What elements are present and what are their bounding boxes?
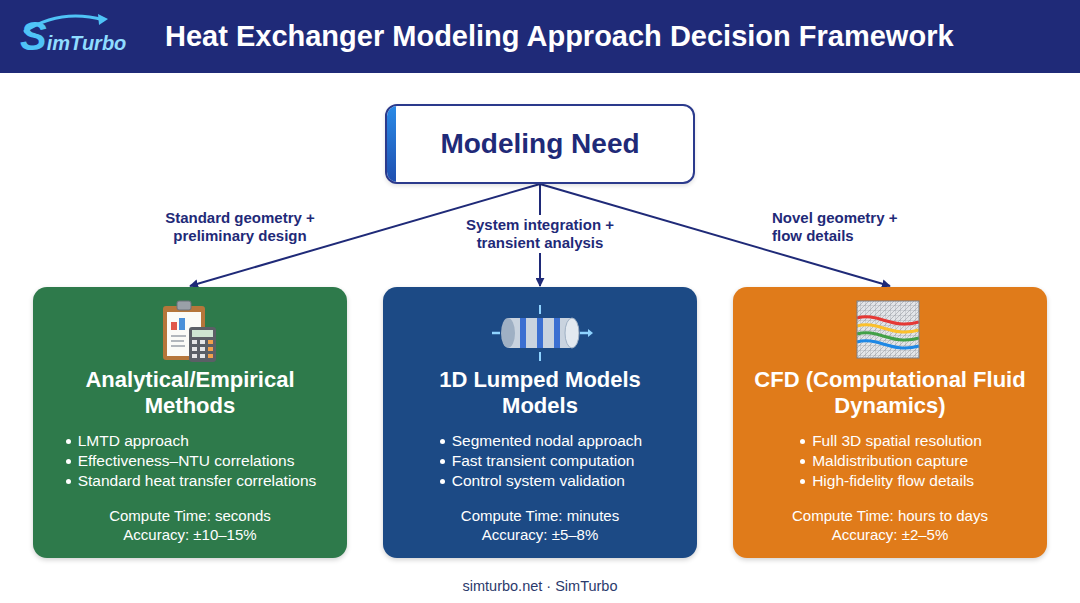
edge-label: Novel geometry + flow details <box>769 208 915 246</box>
edge-label: Standard geometry + preliminary design <box>157 208 323 246</box>
bullet-item: Full 3D spatial resolution <box>798 431 982 451</box>
method-card: 1D Lumped Models ModelsSegmented nodal a… <box>383 287 697 558</box>
bullet-item: Segmented nodal approach <box>438 431 642 451</box>
start-box: Modeling Need <box>385 104 695 184</box>
card-heading: CFD (Computational Fluid Dynamics) <box>751 367 1029 419</box>
logo-text: SimTurbo <box>20 14 126 59</box>
cylinder-icon <box>492 305 593 361</box>
metric-line: Compute Time: minutes <box>461 506 619 525</box>
bullet-item: Standard heat transfer correlations <box>64 471 317 491</box>
metric-line: Accuracy: ±2–5% <box>832 525 949 544</box>
bullet-list: Segmented nodal approachFast transient c… <box>438 431 642 491</box>
method-card: CFD (Computational Fluid Dynamics) Full 3… <box>733 287 1047 558</box>
clipboard-icon <box>163 301 205 360</box>
bullet-item: LMTD approach <box>64 431 189 451</box>
accent-bar <box>387 106 396 182</box>
bullet-item: Fast transient computation <box>438 451 635 471</box>
cfd-mesh-icon <box>857 301 919 358</box>
card-heading: 1D Lumped Models Models <box>401 367 679 419</box>
metric-line: Compute Time: seconds <box>109 506 271 525</box>
metric-line: Accuracy: ±10–15% <box>123 525 256 544</box>
calculator-icon <box>189 327 216 362</box>
bullet-list: Full 3D spatial resolutionMaldistributio… <box>798 431 982 491</box>
box-label: Modeling Need <box>418 128 661 160</box>
bullet-list: LMTD approachEffectiveness–NTU correlati… <box>64 431 317 491</box>
bullet-item: Effectiveness–NTU correlations <box>64 451 295 471</box>
page-title: Heat Exchanger Modeling Approach Decisio… <box>165 0 954 73</box>
metric-line: Accuracy: ±5–8% <box>482 525 599 544</box>
card-heading: Analytical/Empirical Methods <box>51 367 329 419</box>
bullet-item: Maldistribution capture <box>798 451 968 471</box>
bullet-item: Control system validation <box>438 471 625 491</box>
edge-label: System integration + transient analysis <box>450 215 631 253</box>
bullet-item: High-fidelity flow details <box>798 471 974 491</box>
metric-line: Compute Time: hours to days <box>792 506 988 525</box>
method-card: Analytical/Empirical MethodsLMTD approac… <box>33 287 347 558</box>
footer-note: simturbo.net · SimTurbo <box>463 578 618 594</box>
